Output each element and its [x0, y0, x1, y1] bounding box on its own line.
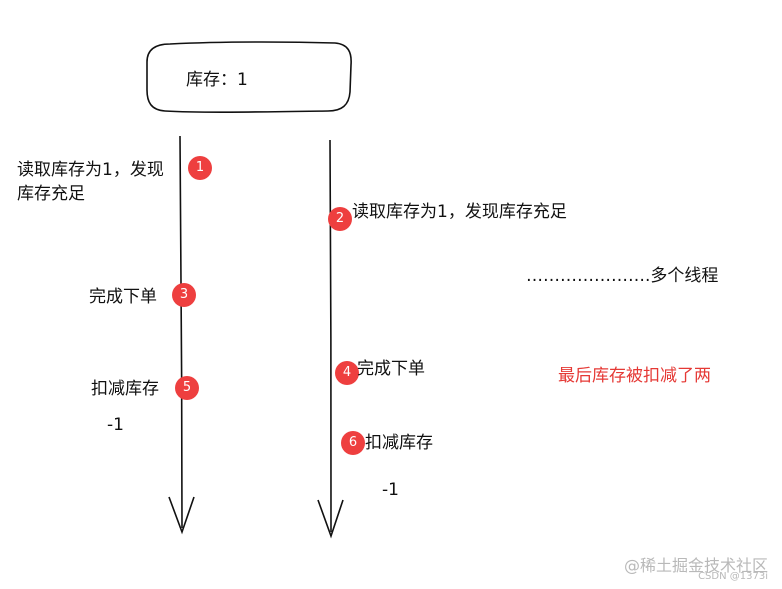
left-step-1-line2: 库存充足 [17, 184, 85, 204]
watermark-juejin: @稀土掘金技术社区 [623, 556, 768, 575]
right-decrement: -1 [382, 480, 399, 500]
watermark-csdn: CSDN @1373i [698, 571, 768, 582]
right-step-2-text: 读取库存为1，发现库存充足 [352, 202, 567, 222]
left-step-5-text: 扣减库存 [91, 379, 159, 399]
right-step-4-text: 完成下单 [357, 359, 425, 379]
left-step-3-text: 完成下单 [89, 287, 157, 307]
right-arrow-head [317, 499, 344, 539]
right-thread-line [329, 139, 332, 533]
right-step-4-badge: 4 [335, 361, 359, 385]
right-step-6-badge: 6 [341, 431, 365, 455]
result-note: 最后库存被扣减了两 [558, 366, 711, 386]
right-step-2-badge: 2 [328, 207, 352, 231]
inventory-label: 库存：1 [186, 70, 248, 90]
left-thread-line [179, 135, 183, 529]
left-step-5-badge: 5 [175, 376, 199, 400]
left-decrement: -1 [107, 415, 124, 435]
inventory-box [146, 41, 352, 113]
left-step-1-badge: 1 [188, 156, 212, 180]
right-step-6-text: 扣减库存 [365, 433, 433, 453]
left-step-1-line1: 读取库存为1，发现 [17, 160, 164, 180]
left-arrow-head [168, 496, 195, 535]
left-step-3-badge: 3 [172, 283, 196, 307]
more-threads-note: ………………….多个线程 [526, 266, 719, 286]
